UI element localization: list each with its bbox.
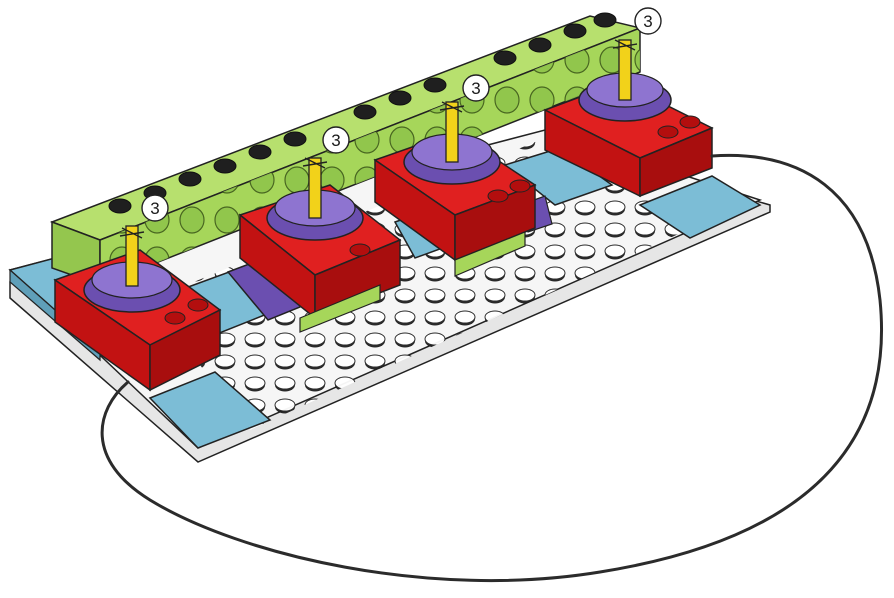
callout-axle-2: 3 xyxy=(323,127,349,153)
yellow-axle-3 xyxy=(446,102,458,162)
callout-label: 3 xyxy=(150,199,159,218)
callout-axle-1: 3 xyxy=(142,195,168,221)
yellow-axle-4 xyxy=(619,40,631,100)
callout-label: 3 xyxy=(471,79,480,98)
callout-label: 3 xyxy=(643,12,652,31)
callout-axle-3: 3 xyxy=(463,75,489,101)
callout-axle-4: 3 xyxy=(635,8,661,34)
callout-label: 3 xyxy=(331,131,340,150)
yellow-axle-2 xyxy=(309,158,321,218)
